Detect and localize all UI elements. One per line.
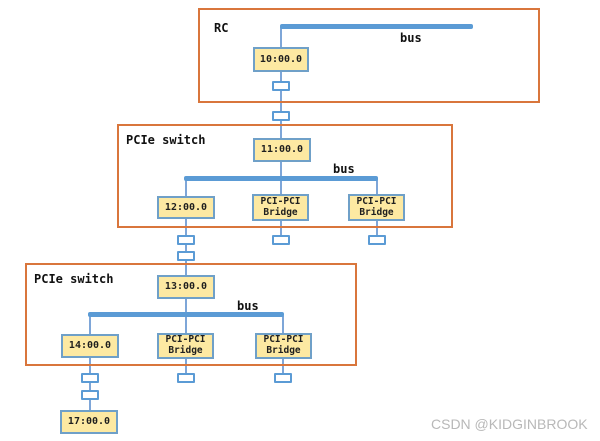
switch2-downstream-port [81, 373, 99, 383]
connector-14-to-17 [89, 357, 91, 410]
bridge-b2-port [274, 373, 292, 383]
node-13-00-0: 13:00.0 [157, 275, 215, 299]
rc-box: RC [198, 8, 540, 103]
connector-sw1bus-to-12 [185, 179, 187, 197]
rc-bus-label: bus [400, 31, 422, 45]
bridge-b2: PCI-PCI Bridge [255, 333, 312, 359]
switch1-upstream-port [272, 111, 290, 121]
node-17-00-0: 17:00.0 [60, 410, 118, 434]
connector-11-to-sw1bus [280, 161, 282, 176]
rc-downstream-port [272, 81, 290, 91]
connector-10-to-11 [280, 71, 282, 139]
node-14-00-0: 14:00.0 [61, 334, 119, 358]
bridge-b1: PCI-PCI Bridge [157, 333, 214, 359]
connector-bridge-b1-port [185, 358, 187, 378]
bridge-b2-line2: Bridge [266, 345, 301, 356]
switch1-bus-label: bus [333, 162, 355, 176]
pcie-switch1-box: PCIe switch [117, 124, 453, 228]
bridge-b2-line1: PCI-PCI [263, 334, 304, 346]
bridge-m2-port [368, 235, 386, 245]
bridge-m1: PCI-PCI Bridge [252, 194, 309, 221]
connector-12-to-13 [185, 218, 187, 276]
node-10-00-0: 10:00.0 [253, 47, 309, 72]
connector-sw2bus-to-14 [89, 316, 91, 334]
connector-sw1bus-to-bridge-m2 [376, 179, 378, 195]
switch2-upstream-port [177, 251, 195, 261]
csdn-watermark: CSDN @KIDGINBROOK [431, 416, 588, 432]
bridge-m2: PCI-PCI Bridge [348, 194, 405, 221]
endpoint-upstream-port [81, 390, 99, 400]
connector-rcbus-to-10 [280, 27, 282, 47]
bridge-m1-line2: Bridge [263, 206, 298, 218]
rc-bus-line [280, 24, 473, 29]
connector-13-to-sw2bus [185, 298, 187, 313]
connector-bridge-m2-port [376, 220, 378, 240]
switch1-downstream-port [177, 235, 195, 245]
pcie-switch2-label: PCIe switch [34, 272, 114, 286]
connector-bridge-b2-port [282, 358, 284, 378]
pcie-switch2-box: PCIe switch [25, 263, 357, 366]
connector-sw1bus-to-bridge-m1 [280, 179, 282, 195]
bridge-m1-port [272, 235, 290, 245]
connector-bridge-m1-port [280, 220, 282, 240]
switch1-bus-line [184, 176, 378, 181]
connector-sw2bus-to-bridge-b1 [185, 316, 187, 333]
bridge-m1-line1: PCI-PCI [260, 195, 301, 207]
switch2-bus-label: bus [237, 299, 259, 313]
bridge-b1-port [177, 373, 195, 383]
rc-label: RC [214, 21, 229, 35]
pcie-switch1-label: PCIe switch [126, 133, 206, 147]
connector-sw2bus-to-bridge-b2 [282, 316, 284, 333]
bridge-m2-line1: PCI-PCI [356, 195, 397, 207]
node-12-00-0: 12:00.0 [157, 196, 215, 219]
bridge-m2-line2: Bridge [359, 206, 394, 218]
node-11-00-0: 11:00.0 [253, 138, 311, 162]
bridge-b1-line1: PCI-PCI [165, 334, 206, 346]
switch2-bus-line [88, 312, 284, 317]
bridge-b1-line2: Bridge [168, 345, 203, 356]
